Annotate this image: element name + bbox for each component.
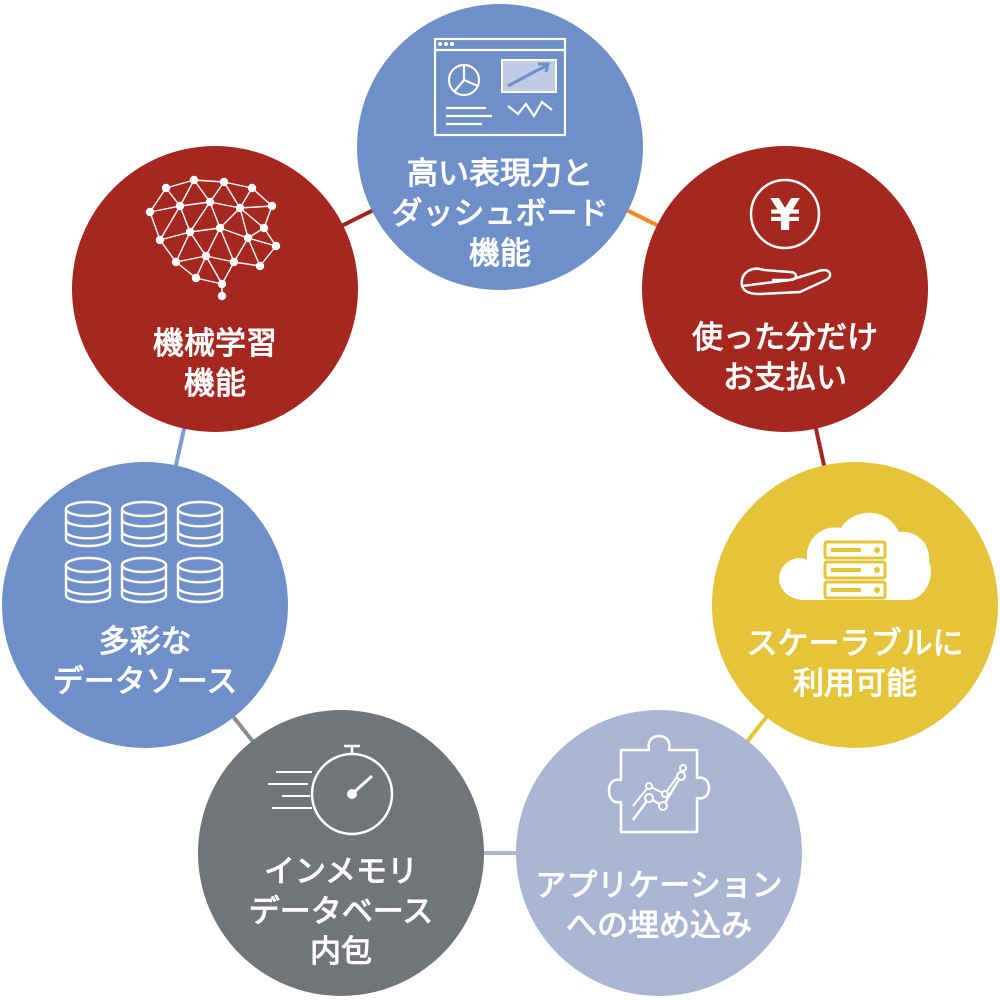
network-edge [205, 255, 223, 285]
network-node [243, 233, 253, 243]
network-edge [193, 179, 211, 203]
network-edge [205, 255, 235, 263]
database-icon [64, 500, 224, 604]
network-node [271, 241, 281, 251]
network-node [205, 197, 215, 207]
network-edge [189, 227, 221, 233]
network-edge [239, 205, 273, 209]
network-node [191, 273, 201, 283]
network-edge [159, 239, 177, 263]
network-edge [219, 227, 235, 263]
network-edge [251, 187, 273, 207]
network-node [255, 261, 265, 271]
network-node [161, 183, 171, 193]
network-edge [159, 231, 191, 241]
network-node [145, 207, 155, 217]
network-node [217, 279, 227, 289]
network-node [259, 223, 269, 233]
network-node [219, 177, 229, 187]
node-in-memory-db-label: インメモリ データベース 内包 [248, 854, 434, 970]
node-scalable: スケーラブルに 利用可能 [712, 462, 998, 748]
brain-network-icon [145, 175, 281, 301]
network-node [217, 291, 227, 301]
network-node [247, 183, 257, 193]
network-node [201, 251, 211, 261]
node-scalable-label: スケーラブルに 利用可能 [746, 626, 964, 702]
node-data-sources-label: 多彩な データソース [52, 624, 238, 700]
network-node [267, 201, 277, 211]
network-edge [223, 181, 241, 209]
network-node [215, 223, 225, 233]
database-cylinder [176, 556, 224, 604]
network-edge [189, 231, 207, 257]
svg-text:¥: ¥ [770, 190, 801, 241]
network-node [229, 257, 239, 267]
database-cylinder [64, 556, 112, 604]
network-edge [179, 201, 211, 207]
network-node [171, 257, 181, 267]
network-edge [209, 201, 241, 209]
node-app-embed: アプリケーション への埋め込み [516, 710, 802, 996]
network-edge [239, 207, 265, 229]
network-edge [149, 211, 161, 241]
dashboard-icon [433, 37, 567, 137]
node-app-embed-label: アプリケーション への埋め込み [535, 868, 783, 944]
yen-hand-icon: ¥ [740, 178, 832, 296]
network-edge [239, 207, 249, 239]
network-edge [259, 245, 277, 267]
database-cylinder [176, 500, 224, 548]
network-edge [159, 205, 181, 241]
network-edge [219, 227, 249, 239]
network-edge [195, 277, 223, 285]
node-in-memory-db: インメモリ データベース 内包 [198, 710, 484, 996]
network-edge [175, 255, 207, 263]
network-edge [209, 201, 221, 229]
network-node [175, 201, 185, 211]
network-edge [193, 179, 225, 183]
network-edge [179, 205, 191, 233]
database-cylinder [120, 500, 168, 548]
cloud-server-icon [779, 512, 931, 600]
node-data-sources: 多彩な データソース [2, 462, 288, 748]
network-edge [189, 201, 211, 233]
network-edge [223, 181, 253, 189]
network-node [189, 175, 199, 185]
network-edge [219, 207, 241, 229]
network-edge [233, 237, 249, 263]
node-pay-per-use-label: 使った分だけ お支払い [692, 320, 878, 396]
node-machine-learning-label: 機械学習 機能 [153, 326, 277, 402]
network-node [155, 235, 165, 245]
node-dashboard-label: 高い表現力と ダッシュボード 機能 [391, 156, 609, 272]
network-edge [247, 237, 261, 267]
network-edge [149, 205, 181, 213]
network-edge [179, 179, 195, 207]
network-node [185, 227, 195, 237]
database-cylinder [64, 500, 112, 548]
network-edge [247, 237, 277, 247]
database-cylinder [120, 556, 168, 604]
puzzle-chart-icon [607, 734, 711, 834]
stopwatch-icon [268, 744, 394, 836]
network-edge [233, 261, 261, 267]
network-edge [175, 231, 191, 263]
node-pay-per-use: ¥ 使った分だけ お支払い [642, 146, 928, 432]
node-dashboard: 高い表現力と ダッシュボード 機能 [357, 4, 643, 290]
network-edge [175, 261, 197, 279]
network-edge [149, 187, 167, 213]
network-edge [165, 179, 195, 189]
node-machine-learning: 機械学習 機能 [72, 146, 358, 432]
network-edge [205, 227, 221, 257]
network-node [235, 203, 245, 213]
